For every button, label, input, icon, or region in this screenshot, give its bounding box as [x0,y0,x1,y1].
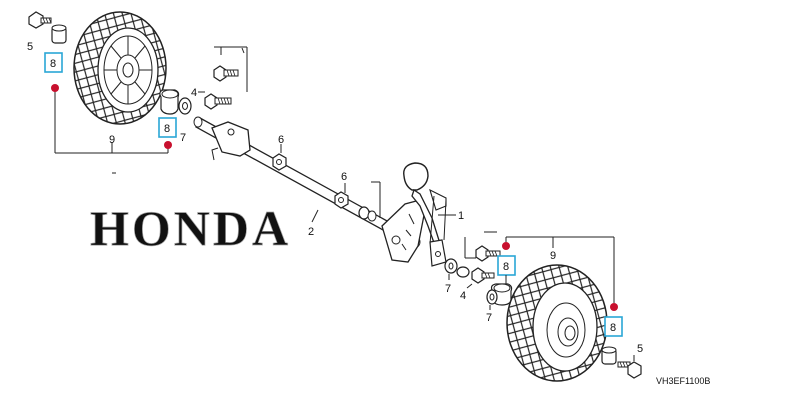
adjust-plate [381,199,426,263]
dot-top-left [51,84,59,92]
label-bolt-top-left: 5 [27,41,33,53]
dot-mid-left [164,141,172,149]
lever-assembly [403,162,447,267]
label-bolt-bottom-right: 5 [637,343,643,355]
nut-frame [272,153,287,171]
label-lever: 1 [458,210,464,222]
dot-right-lower [610,303,618,311]
label-nut-frame: 6 [278,134,284,146]
right-wheel-bracket [505,236,615,303]
bolt-mid-left [204,93,232,110]
washer-mid-left [178,97,192,115]
bolt-top-left [28,11,52,29]
callout-box-mid-left: 8 [158,117,177,138]
bushing-mid-left [159,89,180,115]
label-wheel-right: 9 [550,250,556,262]
callout-box-top-left: 8 [44,52,63,73]
bolt-upper-frame [213,65,239,82]
bracket-axle-lines [371,181,381,218]
top-bracket-lines [214,46,248,92]
bushing-top-left [51,24,67,44]
callout-box-right-lower: 8 [604,316,623,337]
bolt-lever [471,267,495,284]
left-wheel [73,11,167,125]
label-nut-axle: 6 [341,171,347,183]
label-bolt-lever: 4 [460,290,466,302]
dot-right-upper [502,242,510,250]
callout-box-right-upper: 8 [497,255,516,276]
bolt-bottom-right [617,361,642,379]
right-wheel [506,264,608,382]
bracket-right-mid [464,231,497,259]
svg-text:8: 8 [50,58,56,70]
label-washer-lever: 7 [445,283,451,295]
svg-text:8: 8 [503,261,509,273]
bolt-right-mid [475,245,501,262]
frame-plate [211,121,251,161]
washer-lever [444,258,458,274]
bushing-bottom-right [601,346,617,365]
washer-right [486,289,498,305]
label-axle: 2 [308,226,314,238]
nut-axle [334,191,349,209]
label-bolt-mid-left: 4 [191,87,197,99]
label-washer-right: 7 [486,312,492,324]
svg-text:8: 8 [164,123,170,135]
diagram-code: VH3EF1100B [656,376,710,386]
svg-text:8: 8 [610,322,616,334]
label-washer-mid-left: 7 [180,132,186,144]
honda-watermark: HONDA [90,200,291,256]
spacer-axle [358,206,377,222]
bushing-lever [456,266,470,278]
label-wheel-left: 9 [109,134,115,146]
